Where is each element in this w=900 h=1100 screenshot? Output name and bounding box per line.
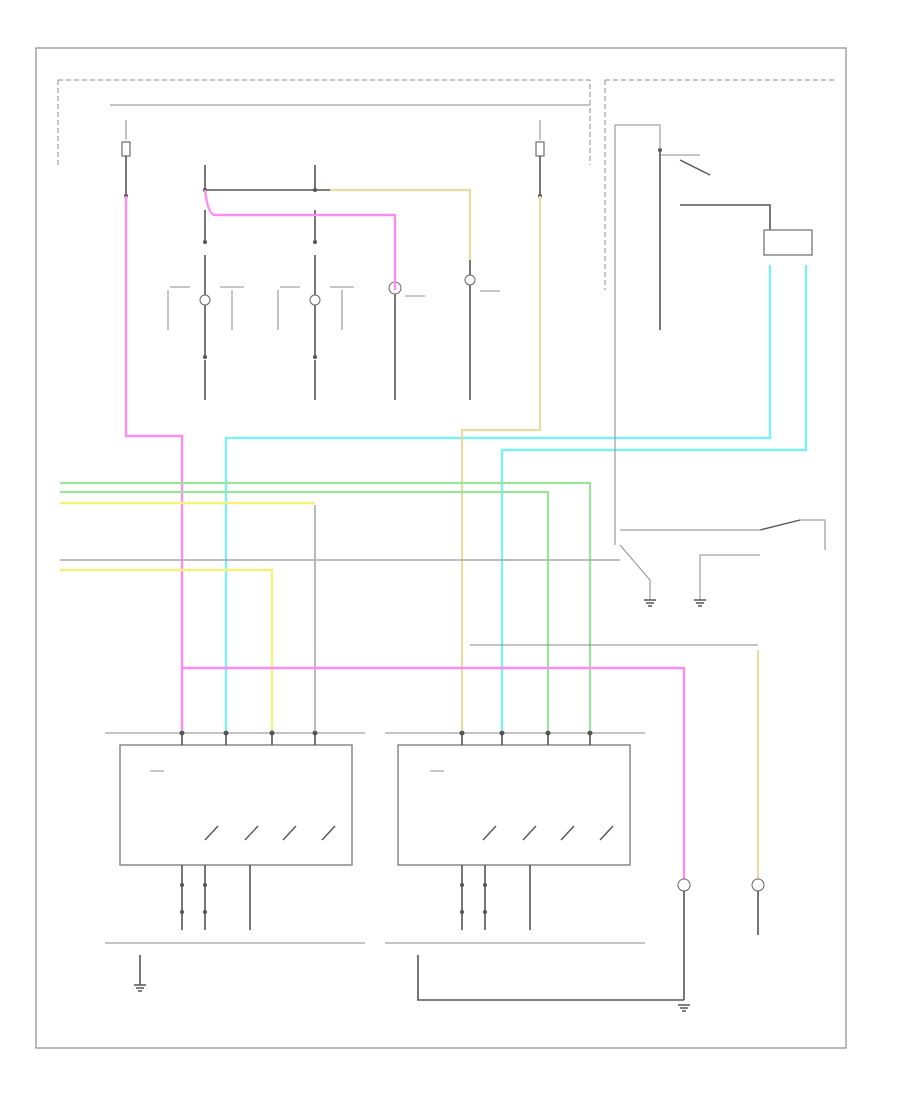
lamp-icon	[199, 294, 211, 306]
green-wire-2	[60, 490, 550, 730]
cyan-wire-long	[224, 265, 772, 730]
ground-icon	[678, 1004, 690, 1012]
fuse-block-boundary	[57, 79, 591, 165]
lamp-icon	[751, 878, 765, 892]
relay-boundary	[604, 79, 835, 290]
ground-icon	[644, 599, 656, 607]
lamp-group-1	[167, 210, 233, 400]
green-wire-1	[60, 481, 592, 730]
ground-icon	[134, 984, 146, 992]
pink-wire-mid	[182, 666, 686, 880]
ground-icon	[694, 599, 706, 607]
fuse-left	[121, 120, 131, 198]
cyan-wire-right	[500, 265, 808, 730]
tan-wire-long	[460, 196, 542, 730]
lamp-group-4	[464, 250, 476, 400]
pink-wire-upper	[203, 189, 397, 290]
pink-wire-left-trunk	[124, 196, 184, 730]
lamp-icon	[464, 274, 476, 286]
upper-splice	[203, 165, 470, 192]
left-module	[105, 730, 365, 992]
label-marks	[150, 286, 500, 772]
lamp-group-2	[277, 210, 343, 400]
right-module	[385, 730, 684, 1001]
yellow-wire-2	[60, 568, 274, 730]
right-bottom-lamps	[677, 878, 765, 1012]
diagram-border	[35, 47, 847, 1049]
right-switch-area	[619, 519, 826, 607]
relay-block	[614, 124, 813, 545]
tan-wire-upper	[330, 188, 472, 260]
fuse-right	[535, 120, 545, 198]
lamp-icon	[309, 294, 321, 306]
lamp-icon	[677, 878, 691, 892]
